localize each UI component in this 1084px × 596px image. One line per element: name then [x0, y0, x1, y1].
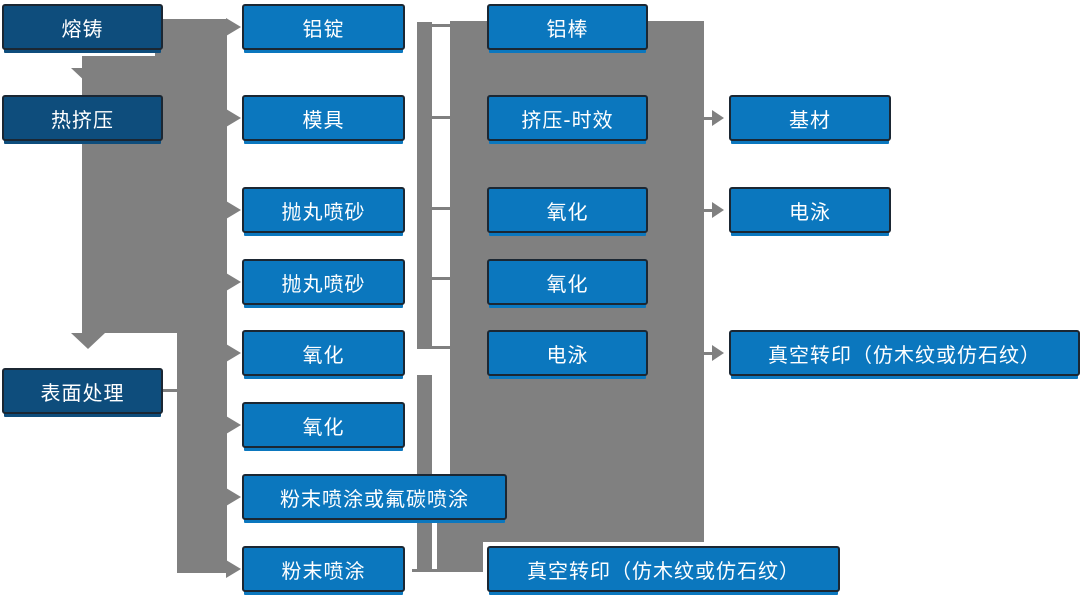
node-oxidation-4: 氧化 [487, 259, 648, 305]
connector-bottom-link [412, 569, 455, 572]
arrow-down-icon [71, 333, 105, 349]
node-surface-treatment: 表面处理 [2, 368, 163, 414]
arrow-right-icon [712, 202, 724, 218]
connector-right-link [700, 352, 713, 355]
node-vacuum-transfer-print-1: 真空转印（仿木纹或仿石纹） [487, 546, 840, 592]
node-substrate: 基材 [729, 95, 891, 141]
connector-left-trunk-lower-bar [177, 333, 227, 573]
arrow-right-icon [712, 110, 724, 126]
arrow-right-icon [226, 109, 241, 127]
connector-mid-bar-upper [417, 22, 432, 349]
connector-mid-link [424, 207, 455, 210]
arrow-right-icon [712, 345, 724, 361]
arrow-right-icon [226, 560, 241, 578]
node-hot-extrusion: 热挤压 [2, 95, 163, 141]
connector-mid-link [424, 24, 455, 27]
arrow-right-icon [226, 488, 241, 506]
connector-surface-treatment-link [163, 389, 179, 392]
connector-mid-link [424, 116, 455, 119]
connector-right-link [700, 209, 713, 212]
node-oxidation-1: 氧化 [242, 330, 405, 376]
node-aluminum-rod: 铝棒 [487, 4, 648, 50]
node-electrophoresis-1: 电泳 [487, 330, 648, 376]
arrow-right-icon [226, 344, 241, 362]
connector-mid-link [424, 346, 455, 349]
node-powder-or-fluorocarbon-coating: 粉末喷涂或氟碳喷涂 [242, 474, 507, 520]
connector-mid-link [424, 277, 455, 280]
connector-mid-bar-lower [417, 375, 432, 572]
connector-right-link [700, 117, 713, 120]
arrow-right-icon [226, 201, 241, 219]
node-vacuum-transfer-print-2: 真空转印（仿木纹或仿石纹） [729, 330, 1080, 376]
node-powder-coating: 粉末喷涂 [242, 546, 405, 592]
node-melting-casting: 熔铸 [2, 4, 163, 50]
node-aluminum-ingot: 铝锭 [242, 4, 405, 50]
node-shot-blasting-1: 抛丸喷砂 [242, 187, 405, 233]
node-oxidation-3: 氧化 [487, 187, 648, 233]
arrow-right-icon [226, 18, 241, 36]
node-oxidation-2: 氧化 [242, 402, 405, 448]
arrow-right-icon [226, 416, 241, 434]
connector-left-trunk-top [155, 19, 227, 57]
node-shot-blasting-2: 抛丸喷砂 [242, 259, 405, 305]
node-mold: 模具 [242, 95, 405, 141]
node-electrophoresis-2: 电泳 [729, 187, 891, 233]
arrow-down-icon [71, 68, 105, 84]
node-extrusion-aging: 挤压-时效 [487, 95, 648, 141]
arrow-right-icon [226, 273, 241, 291]
